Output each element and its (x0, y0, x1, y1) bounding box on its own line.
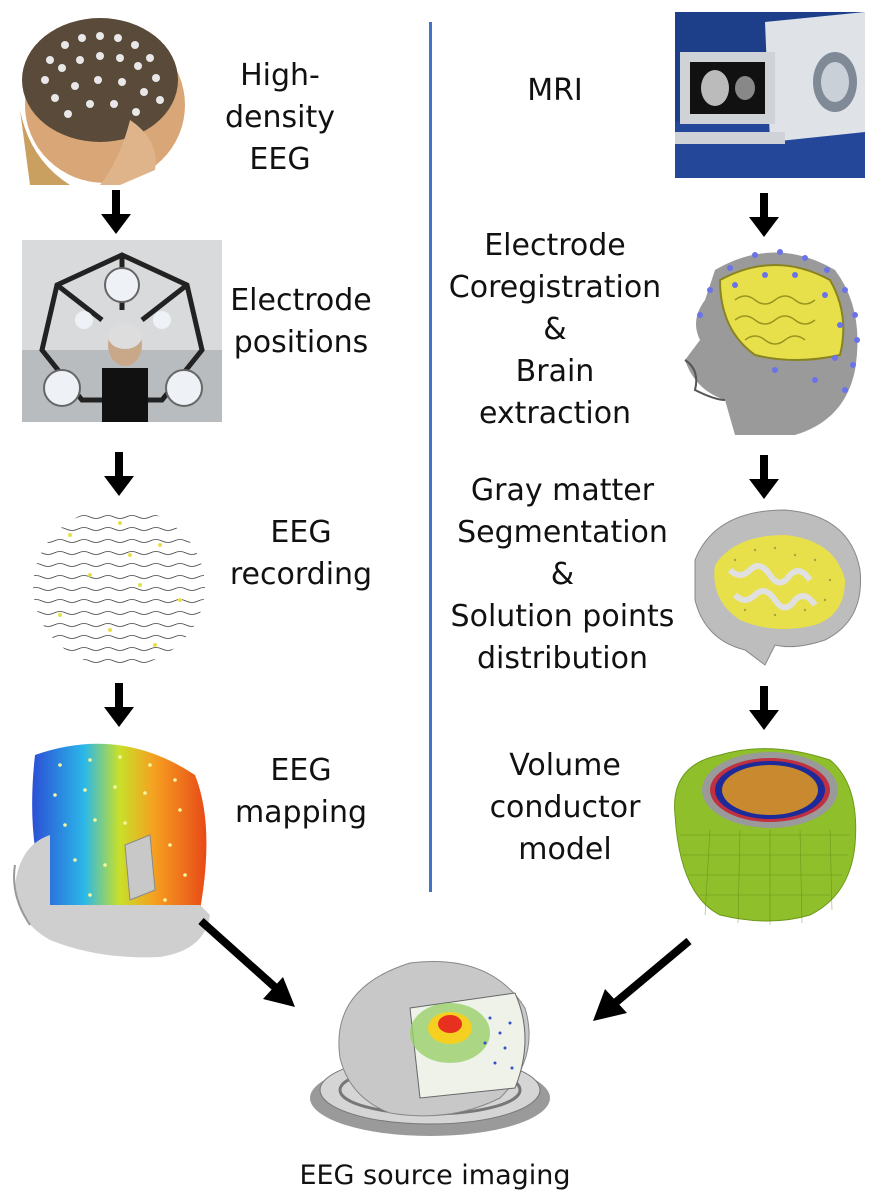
label-line: Volume (509, 748, 621, 783)
label-line: Segmentation (457, 515, 668, 550)
arrow-down-icon (749, 686, 779, 730)
eeg-source-imaging-image (300, 948, 570, 1148)
label-line: & (543, 312, 567, 347)
eeg-mapping-head (10, 735, 220, 960)
label-line: mapping (234, 795, 368, 830)
eeg-recording-sphere (30, 505, 208, 670)
step-label-eeg-recording: EEG recording (222, 512, 380, 596)
label-line: positions (233, 325, 369, 360)
label-line: Electrode (230, 283, 372, 318)
arrow-diagonal-left-icon (195, 915, 305, 1015)
label-line: recording (229, 557, 373, 592)
step-label-electrode-positions: Electrode positions (222, 280, 380, 364)
label-line: High-density (225, 58, 335, 135)
coregistration-head-image (675, 240, 865, 440)
label-line: & (550, 557, 575, 592)
label-line: Brain (515, 354, 595, 389)
label-line: EEG (270, 515, 332, 550)
step-label-high-density-eeg: High-density EEG (190, 55, 370, 181)
label-line: Coregistration (448, 270, 662, 305)
arrow-down-icon (749, 193, 779, 237)
step-label-mri: MRI (495, 70, 615, 112)
label-line: conductor (489, 790, 641, 825)
result-caption: EEG source imaging (299, 1160, 571, 1191)
label-line: MRI (527, 73, 583, 108)
label-line: EEG (249, 142, 311, 177)
mri-scanner-photo (675, 12, 865, 178)
label-line: distribution (477, 641, 648, 676)
arrow-down-icon (104, 452, 134, 496)
step-label-volume-conductor-model: Volume conductor model (470, 745, 660, 871)
label-line: extraction (478, 396, 632, 431)
arrow-down-icon (749, 455, 779, 499)
step-label-gray-matter-segmentation: Gray matter Segmentation & Solution poin… (435, 470, 690, 680)
arrow-down-icon (104, 683, 134, 727)
gray-matter-brain-image (675, 500, 865, 670)
label-line: model (518, 832, 612, 867)
volume-conductor-head-image (660, 735, 865, 925)
label-line: Solution points (450, 599, 675, 634)
label-line: Electrode (484, 228, 626, 263)
electrode-positions-photo (22, 240, 222, 422)
step-label-electrode-coregistration: Electrode Coregistration & Brain extract… (440, 225, 670, 435)
label-line: EEG (270, 753, 332, 788)
step-label-eeg-mapping: EEG mapping (222, 750, 380, 834)
column-divider (429, 22, 432, 892)
arrow-down-icon (101, 190, 131, 234)
label-line: Gray matter (470, 473, 655, 508)
arrow-diagonal-right-icon (585, 935, 695, 1030)
eeg-cap-photo (10, 10, 188, 185)
